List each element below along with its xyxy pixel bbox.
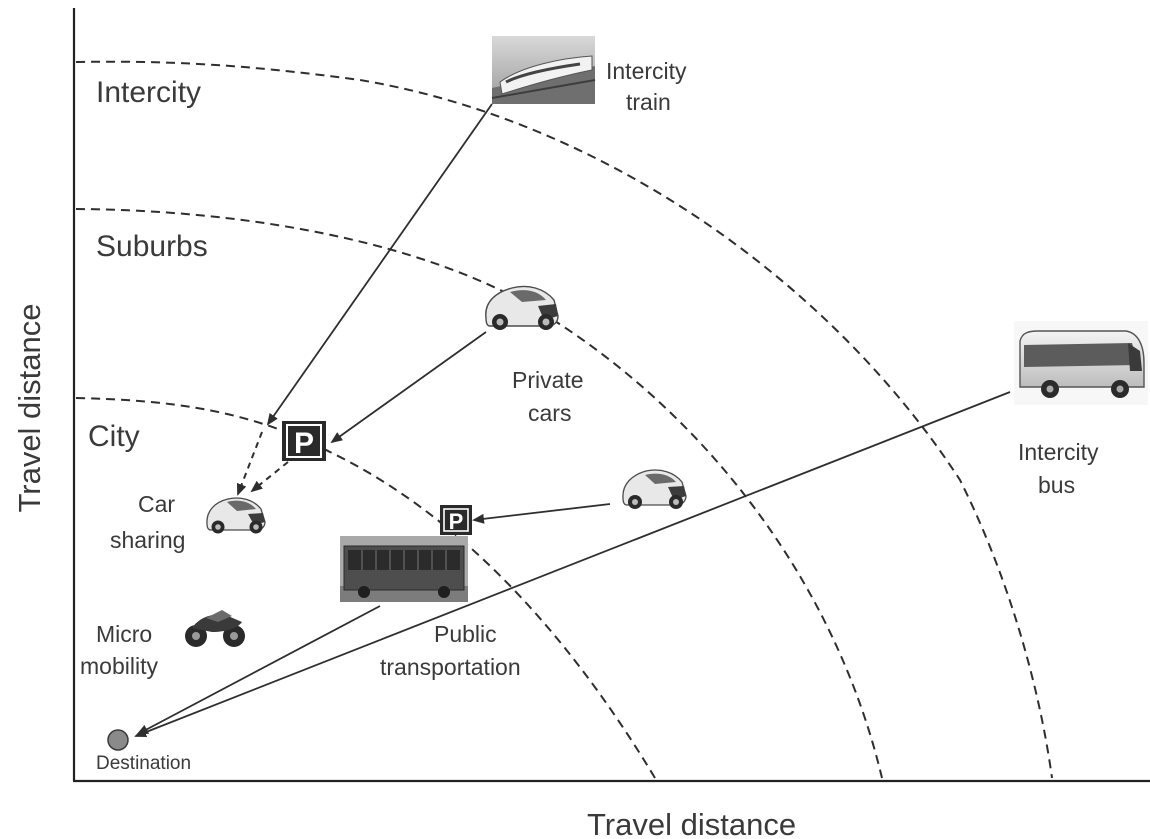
arrow-private-car-to-parking — [330, 331, 487, 444]
city-bus-icon — [340, 536, 468, 602]
arrow-parking-to-carshare-2 — [250, 461, 289, 493]
parking-letter-large: P — [294, 427, 314, 460]
bus-icon — [1014, 321, 1148, 405]
label-intercity-bus-line1: Intercity — [1018, 439, 1099, 465]
car-sharing-icon — [206, 497, 266, 534]
arrow-bus-to-destination — [134, 391, 1011, 737]
arrow-car-to-small-parking — [472, 503, 611, 524]
flow-arrows — [134, 103, 1011, 737]
arrow-city-bus-to-destination — [136, 605, 381, 735]
zone-label-intercity: Intercity — [96, 76, 201, 109]
destination-label: Destination — [96, 753, 191, 774]
y-axis-label: Travel distance — [12, 303, 47, 512]
motorcycle-icon — [185, 610, 245, 647]
suburbs-boundary — [75, 208, 883, 779]
zone-label-suburbs: Suburbs — [96, 230, 208, 263]
city-boundary — [75, 397, 656, 779]
label-private-cars-line2: cars — [528, 400, 571, 426]
parking-sign-large: P — [282, 421, 326, 461]
label-micro-mobility-line1: Micro — [96, 621, 152, 647]
label-public-transportation-line1: Public — [434, 621, 497, 647]
label-public-transportation-line2: transportation — [380, 654, 521, 680]
train-icon — [491, 36, 596, 104]
label-car-sharing-line1: Car — [138, 491, 175, 517]
arrow-parking-to-carshare-1 — [236, 431, 263, 496]
intercity-boundary — [75, 60, 1053, 779]
parking-letter-small: P — [449, 509, 464, 534]
label-intercity-bus-line2: bus — [1038, 472, 1075, 498]
parking-icon — [282, 421, 326, 461]
x-axis-label: Travel distance — [587, 807, 796, 839]
label-private-cars-line1: Private — [512, 367, 584, 393]
car-icon-city-edge — [622, 469, 687, 509]
axes — [72, 8, 1150, 783]
parking-sign-small: P — [440, 505, 472, 535]
arrow-train-to-parking — [266, 103, 493, 426]
zone-boundaries — [75, 60, 1053, 779]
label-intercity-train-line1: Intercity — [606, 58, 687, 84]
label-intercity-train-line2: train — [626, 89, 671, 115]
parking-icon-small — [440, 505, 472, 535]
destination-dot-icon — [107, 729, 129, 751]
label-car-sharing-line2: sharing — [110, 527, 185, 553]
private-car-icon — [485, 285, 559, 330]
label-micro-mobility-line2: mobility — [80, 653, 158, 679]
zone-label-city: City — [88, 420, 140, 453]
